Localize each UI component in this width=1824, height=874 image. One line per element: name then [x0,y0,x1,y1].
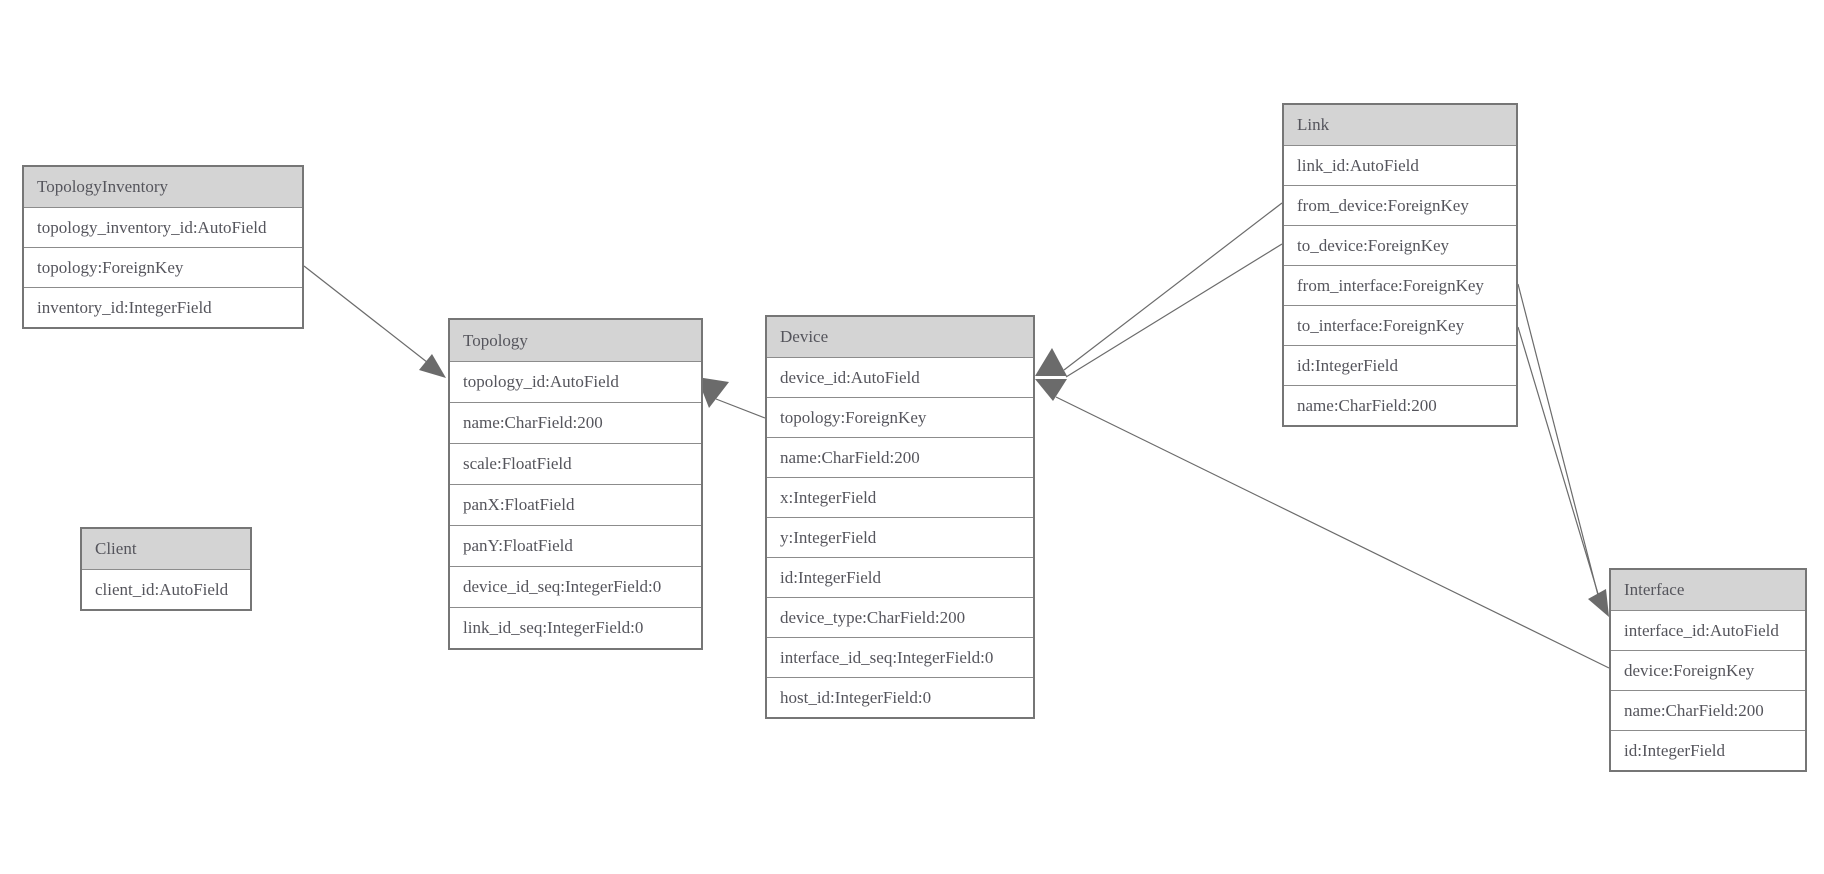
relation-line-device-topology [715,398,766,419]
entity-topologyinventory-title: TopologyInventory [24,167,302,207]
relation-line-topologyinventory-topology [303,265,433,367]
entity-client-title: Client [82,529,250,569]
field-row: host_id:IntegerField:0 [767,677,1033,717]
field-row: panX:FloatField [450,484,701,525]
field-row: x:IntegerField [767,477,1033,517]
entity-interface-title: Interface [1611,570,1805,610]
relation-line-link-todevice-device [1065,243,1283,378]
field-row: topology_id:AutoField [450,361,701,402]
arrowhead-topologyinventory-topology [419,354,446,378]
field-row: client_id:AutoField [82,569,250,609]
field-row: to_interface:ForeignKey [1284,305,1516,345]
field-row: from_device:ForeignKey [1284,185,1516,225]
field-row: device_id:AutoField [767,357,1033,397]
entity-topology-title: Topology [450,320,701,361]
entity-link[interactable]: Link link_id:AutoField from_device:Forei… [1282,103,1518,427]
field-row: id:IntegerField [767,557,1033,597]
field-row: inventory_id:IntegerField [24,287,302,327]
field-row: from_interface:ForeignKey [1284,265,1516,305]
field-row: panY:FloatField [450,525,701,566]
field-row: link_id_seq:IntegerField:0 [450,607,701,648]
relation-line-link-tointerface-interface [1517,326,1603,608]
entity-topologyinventory[interactable]: TopologyInventory topology_inventory_id:… [22,165,304,329]
field-row: name:CharField:200 [767,437,1033,477]
entity-topology[interactable]: Topology topology_id:AutoField name:Char… [448,318,703,650]
arrowhead-link-device [1035,348,1067,376]
field-row: name:CharField:200 [1611,690,1805,730]
arrowhead-link-interface [1588,589,1609,617]
field-row: name:CharField:200 [1284,385,1516,425]
field-row: topology_inventory_id:AutoField [24,207,302,247]
field-row: scale:FloatField [450,443,701,484]
field-row: y:IntegerField [767,517,1033,557]
field-row: id:IntegerField [1611,730,1805,770]
field-row: interface_id:AutoField [1611,610,1805,650]
field-row: link_id:AutoField [1284,145,1516,185]
entity-link-title: Link [1284,105,1516,145]
entity-interface[interactable]: Interface interface_id:AutoField device:… [1609,568,1807,772]
field-row: name:CharField:200 [450,402,701,443]
entity-client[interactable]: Client client_id:AutoField [80,527,252,611]
arrowhead-interface-device [1035,379,1067,401]
relation-line-interface-device [1055,396,1610,669]
entity-device-title: Device [767,317,1033,357]
field-row: topology:ForeignKey [24,247,302,287]
field-row: interface_id_seq:IntegerField:0 [767,637,1033,677]
field-row: device_id_seq:IntegerField:0 [450,566,701,607]
entity-device[interactable]: Device device_id:AutoField topology:Fore… [765,315,1035,719]
field-row: to_device:ForeignKey [1284,225,1516,265]
relation-line-link-fromdevice-device [1063,202,1283,371]
relation-line-link-frominterface-interface [1517,283,1601,604]
field-row: device:ForeignKey [1611,650,1805,690]
field-row: device_type:CharField:200 [767,597,1033,637]
field-row: topology:ForeignKey [767,397,1033,437]
field-row: id:IntegerField [1284,345,1516,385]
